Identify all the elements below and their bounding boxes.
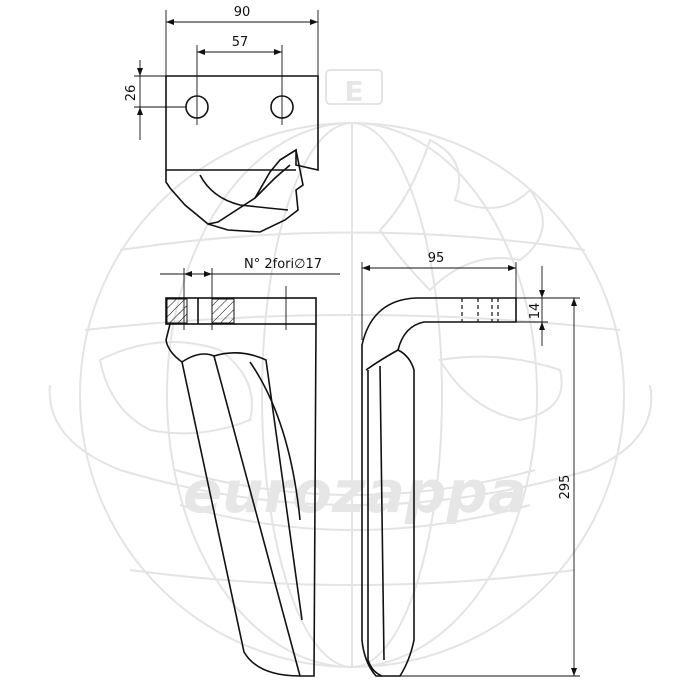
dim-bend-reach: 95 [428, 251, 445, 266]
watermark-badge: E [325, 69, 383, 108]
dim-hole-spacing: 57 [232, 35, 249, 50]
side-view: 95 14 295 [361, 251, 580, 677]
top-view: 90 57 26 [124, 5, 319, 233]
front-hole-section-right [211, 298, 235, 324]
front-view-blade-edge [181, 353, 301, 677]
front-view-blade-inner [213, 352, 303, 621]
side-view-inner-edge-2 [379, 365, 385, 661]
top-view-blade-twist [207, 148, 304, 233]
dim-overall-width: 90 [234, 5, 251, 20]
top-view-outline [165, 75, 319, 225]
top-view-blade-fold [199, 174, 289, 211]
watermark-brand-text: eurozappa [183, 458, 527, 526]
front-view-flange [165, 297, 317, 325]
front-view-blade-curve [249, 361, 301, 521]
watermark-badge-text: E [344, 75, 363, 108]
watermark-ribbon [48, 384, 653, 531]
side-view-outline [361, 297, 517, 677]
side-view-neck [365, 349, 399, 371]
dim-blade-length: 295 [558, 475, 573, 500]
top-view-blade-crease [254, 164, 291, 199]
front-hole-section-left [166, 298, 188, 324]
globe-outline [79, 122, 625, 668]
dim-flange-thickness: 14 [528, 303, 543, 320]
dim-hole-height: 26 [124, 85, 139, 102]
front-view-blade-outline [165, 323, 317, 677]
holes-note: N° 2fori∅17 [244, 257, 322, 272]
side-view-inner-edge [367, 370, 383, 677]
front-view: N° 2fori∅17 [160, 257, 340, 677]
watermark: eurozappa E [48, 69, 653, 668]
